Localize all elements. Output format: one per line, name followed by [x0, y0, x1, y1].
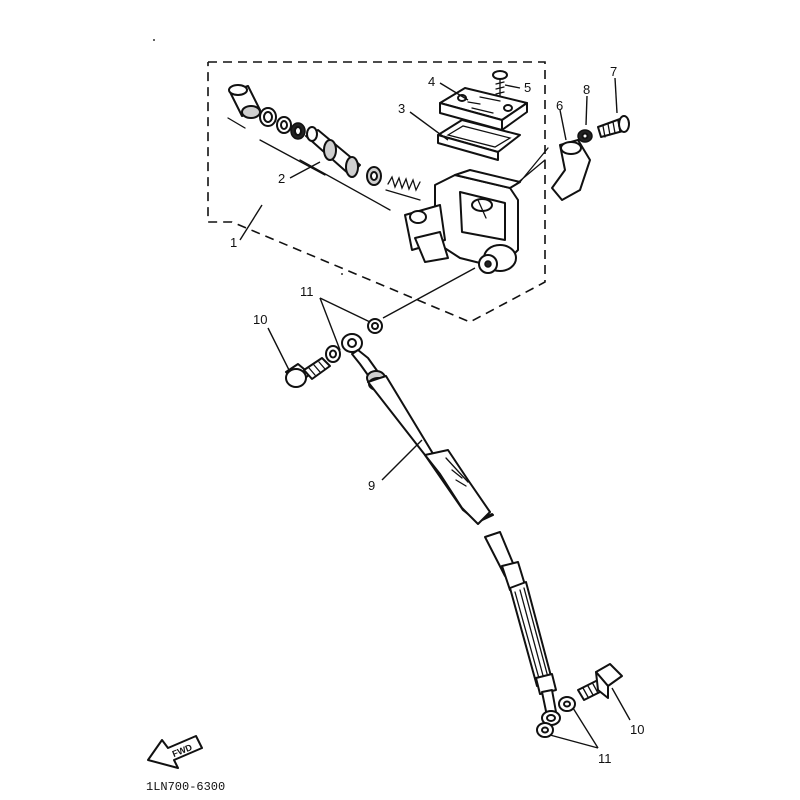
copper-washer-top-a — [325, 345, 341, 363]
fwd-arrow-icon: FWD — [147, 735, 203, 769]
callout-4: 4 — [428, 74, 435, 89]
reservoir-cap — [439, 87, 528, 131]
diagram-code: 1LN700-6300 — [146, 780, 225, 794]
callout-10-bottom: 10 — [630, 722, 644, 737]
callout-10-top: 10 — [253, 312, 267, 327]
washer-8 — [577, 129, 593, 143]
callout-7: 7 — [610, 64, 617, 79]
holder-clamp — [514, 139, 591, 201]
callout-5: 5 — [524, 80, 531, 95]
callout-9: 9 — [368, 478, 375, 493]
reservoir-screw — [492, 70, 508, 97]
leader-lines — [239, 77, 631, 749]
clamp-bolt — [597, 115, 630, 138]
copper-washer-top-b — [367, 318, 383, 334]
scan-speck — [341, 273, 343, 275]
callout-11-bottom: 11 — [598, 751, 612, 766]
callout-11-top: 11 — [300, 284, 314, 299]
copper-washer-bottom-b — [536, 722, 554, 738]
callout-3: 3 — [398, 101, 405, 116]
callout-2: 2 — [278, 171, 285, 186]
callout-8: 8 — [583, 82, 590, 97]
callout-1: 1 — [230, 235, 237, 250]
brake-hose — [341, 333, 561, 726]
master-cylinder-body — [404, 169, 521, 274]
union-bolt-bottom — [577, 663, 623, 701]
union-bolt-top — [285, 357, 331, 388]
piston-kit — [227, 84, 421, 211]
assembly-outline — [207, 61, 546, 323]
reservoir-diaphragm — [437, 119, 521, 161]
scan-speck — [153, 39, 155, 41]
callout-6: 6 — [556, 98, 563, 113]
copper-washer-bottom-a — [558, 696, 576, 712]
